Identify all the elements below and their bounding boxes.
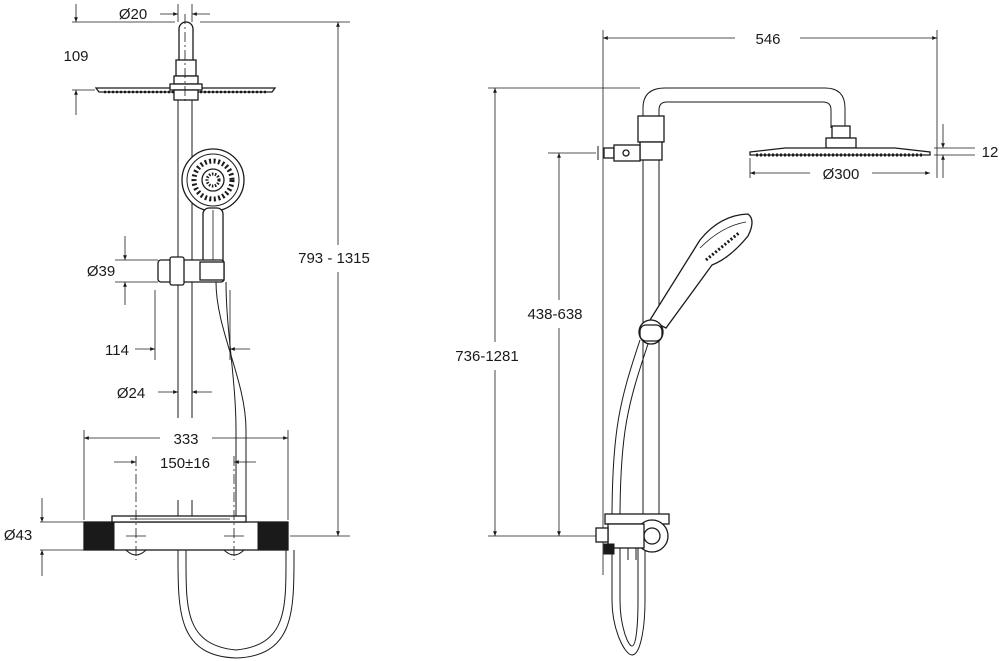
side-rain-head — [749, 147, 931, 157]
dim-head-diameter: Ø300 — [823, 166, 860, 183]
thermostat-body — [83, 515, 289, 565]
dim-arm-projection: 546 — [755, 31, 780, 48]
dim-rail-diameter: Ø24 — [117, 385, 145, 402]
rain-shower-head — [94, 83, 277, 101]
dim-connection-spacing: 150±16 — [160, 455, 210, 472]
front-view: Ø20 109 793 - 1315 Ø39 114 Ø24 333 150±1… — [4, 4, 370, 659]
side-hose — [611, 339, 649, 656]
shower-hose — [177, 281, 295, 659]
dim-rose-height: 109 — [63, 48, 88, 65]
dim-total-height: 793 - 1315 — [298, 250, 370, 267]
side-hand-shower — [638, 213, 753, 345]
dim-overall-height: 736-1281 — [455, 348, 518, 365]
dim-holder-offset: 114 — [105, 342, 129, 359]
side-overhead-arm — [642, 87, 857, 149]
dim-body-width: 333 — [173, 431, 198, 448]
dim-holder-diameter: Ø39 — [87, 263, 115, 280]
side-wall-bracket — [597, 144, 641, 162]
slide-holder — [157, 256, 225, 286]
dim-bracket-height: 438-638 — [527, 306, 582, 323]
dim-rose-diameter: Ø20 — [119, 6, 147, 23]
side-riser — [637, 115, 665, 520]
dim-body-diameter: Ø43 — [4, 527, 32, 544]
hand-shower — [181, 148, 245, 267]
dim-head-thickness: 12 — [982, 144, 999, 161]
side-thermostat — [595, 513, 670, 560]
side-view: 546 12 Ø300 438-638 736-1281 — [455, 30, 999, 656]
overhead-arm — [173, 21, 199, 85]
